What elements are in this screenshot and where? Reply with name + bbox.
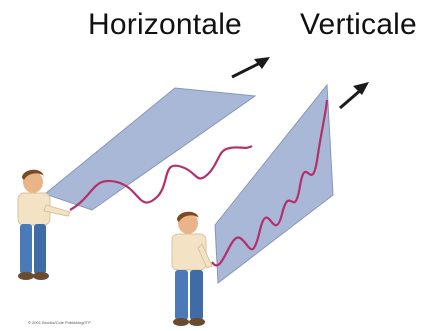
copyright-note: © 2001 Brooks/Cole Publishing/ITP xyxy=(28,320,91,325)
vertical-label: Verticale xyxy=(300,8,417,41)
horizontal-wave xyxy=(69,145,253,211)
arrow-right-up-icon xyxy=(231,57,270,79)
vertical-wave xyxy=(211,99,329,267)
person-icon xyxy=(17,169,71,280)
vertical-plane xyxy=(214,83,334,284)
horizontal-label: Horizontale xyxy=(88,8,242,41)
person-icon xyxy=(171,211,213,326)
arrow-right-up-icon xyxy=(339,82,369,110)
horizontal-plane xyxy=(43,87,257,211)
